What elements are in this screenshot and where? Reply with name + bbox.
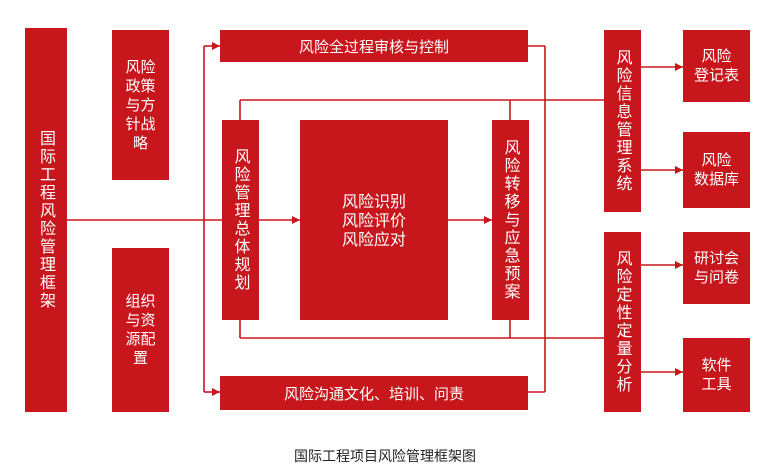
plan-box: 风险管理总体规划 bbox=[222, 120, 259, 320]
software-box: 软件 工具 bbox=[683, 338, 750, 412]
bottom-bar: 风险沟通文化、培训、问责 bbox=[220, 376, 528, 410]
plan-label: 风险管理总体规划 bbox=[231, 148, 251, 292]
core-box: 风险识别 风险评价 风险应对 bbox=[300, 120, 448, 320]
bottom-bar-label: 风险沟通文化、培训、问责 bbox=[283, 384, 464, 403]
figure-caption: 国际工程项目风险管理框架图 bbox=[294, 449, 476, 465]
transfer-box: 风险转移与应急预案 bbox=[492, 120, 529, 320]
core-line: 风险应对 bbox=[341, 229, 406, 249]
quant-box: 风险定性定量分析 bbox=[604, 232, 641, 412]
framework-panel: 国际工程风险管理框架 bbox=[25, 28, 67, 412]
info-system-label: 风险信息管理系统 bbox=[613, 49, 633, 193]
org-line: 组织 bbox=[125, 292, 156, 310]
register-box: 风险 登记表 bbox=[683, 30, 750, 102]
policy-line: 政策 bbox=[125, 76, 156, 95]
register-line: 登记表 bbox=[693, 66, 739, 84]
database-box: 风险 数据库 bbox=[683, 132, 750, 208]
transfer-label: 风险转移与应急预案 bbox=[501, 139, 521, 301]
database-line: 风险 bbox=[701, 151, 732, 169]
seminar-line: 研讨会 bbox=[693, 249, 739, 267]
core-line: 风险识别 bbox=[341, 191, 406, 211]
policy-line: 风险 bbox=[125, 57, 156, 76]
seminar-box: 研讨会 与问卷 bbox=[683, 232, 750, 304]
database-line: 数据库 bbox=[693, 170, 739, 188]
org-line: 与资 bbox=[125, 311, 156, 329]
policy-line: 略 bbox=[132, 133, 148, 152]
quant-label: 风险定性定量分析 bbox=[613, 250, 633, 394]
framework-label: 国际工程风险管理框架 bbox=[37, 130, 56, 310]
top-bar: 风险全过程审核与控制 bbox=[220, 30, 528, 62]
org-line: 源配 bbox=[125, 330, 156, 348]
top-bar-label: 风险全过程审核与控制 bbox=[298, 37, 449, 56]
register-line: 风险 bbox=[701, 47, 732, 65]
core-line: 风险评价 bbox=[341, 210, 406, 230]
policy-line: 与方 bbox=[125, 95, 156, 114]
software-line: 工具 bbox=[701, 375, 732, 393]
org-box: 组织 与资 源配 置 bbox=[112, 248, 169, 412]
org-line: 置 bbox=[132, 349, 148, 367]
info-system-box: 风险信息管理系统 bbox=[604, 30, 641, 212]
policy-line: 针战 bbox=[125, 114, 156, 133]
software-line: 软件 bbox=[701, 356, 732, 374]
seminar-line: 与问卷 bbox=[693, 268, 739, 286]
policy-box: 风险 政策 与方 针战 略 bbox=[112, 30, 169, 180]
